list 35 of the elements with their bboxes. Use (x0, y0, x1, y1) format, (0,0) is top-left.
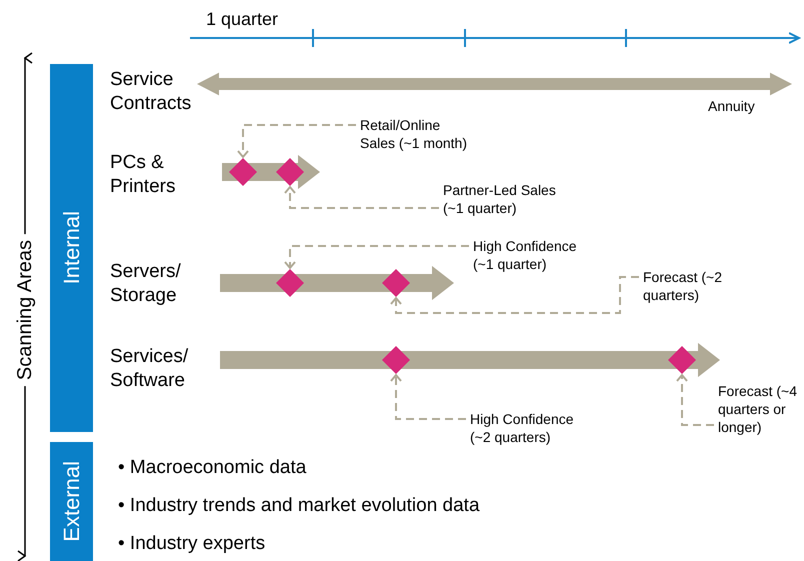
diamond-marker (382, 346, 410, 374)
diamond-marker (276, 158, 304, 186)
band-label: External (58, 461, 84, 542)
diamond-marker (382, 269, 410, 297)
leader-line (676, 374, 714, 426)
callout-text: Forecast (~4 quarters or longer) (718, 382, 804, 436)
leader-line (237, 124, 356, 158)
bullet-item: • Industry trends and market evolution data (118, 494, 480, 518)
callout-text: Retail/Online Sales (~1 month) (360, 116, 472, 152)
bar-label: Annuity (708, 98, 755, 114)
callout-text: High Confidence (~1 quarter) (473, 237, 585, 273)
leader-line (390, 374, 466, 420)
callout-text: High Confidence (~2 quarters) (470, 410, 582, 446)
row-label: PCs & Printers (110, 151, 176, 199)
leader-line (284, 245, 469, 269)
row-label: Services/ Software (110, 345, 190, 393)
double-ended-timeline-bar (197, 72, 792, 96)
callout-text: Forecast (~2 quarters) (643, 268, 738, 304)
category-band (50, 64, 93, 432)
axis-label: 1 quarter (206, 8, 278, 31)
diamond-marker (668, 346, 696, 374)
row-label: Servers/ Storage (110, 260, 182, 308)
timeline-bar (220, 343, 720, 377)
bullet-item: • Industry experts (118, 532, 266, 556)
callout-text: Partner-Led Sales (~1 quarter) (443, 181, 573, 217)
leader-line (284, 186, 439, 209)
diamond-marker (229, 158, 257, 186)
leader-line (390, 276, 639, 314)
timeline-bar (222, 155, 320, 189)
band-label: Internal (58, 211, 84, 285)
diamond-marker (276, 269, 304, 297)
timeline-bar (220, 266, 454, 300)
bullet-item: • Macroeconomic data (118, 456, 306, 480)
category-band (50, 442, 93, 561)
row-label: Service Contracts (110, 68, 192, 116)
